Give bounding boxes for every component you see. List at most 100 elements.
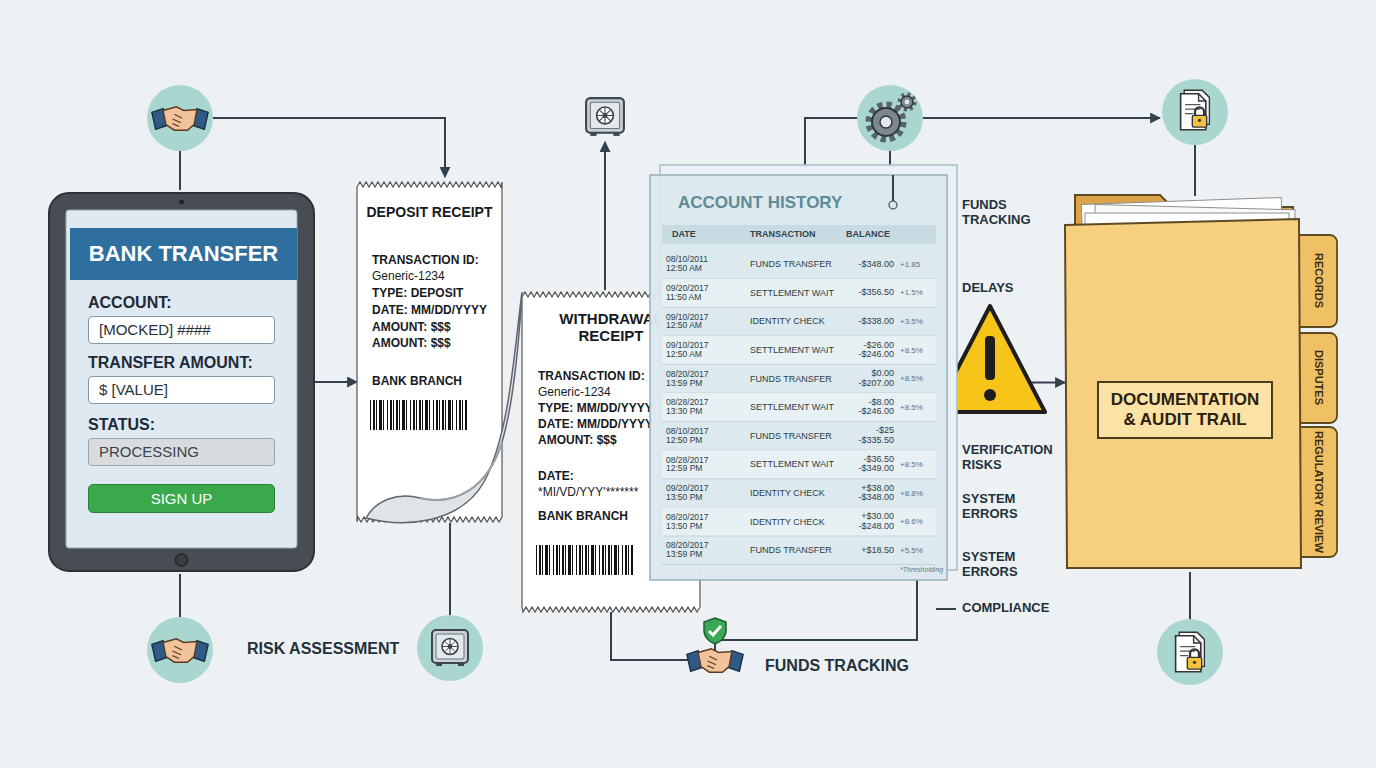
deposit-receipt-outline-part [370, 400, 371, 430]
withdrawal-receipt-outline-part [556, 545, 558, 575]
deposit-receipt-outline-part [465, 400, 467, 430]
icon-circles-part [857, 85, 923, 151]
table-cell: -$338.00 [838, 307, 894, 336]
table-cell: -$348.00 [838, 250, 894, 279]
receipt-line: DATE: [538, 470, 574, 484]
deposit-receipt-outline-part [448, 400, 451, 430]
account-history-panel-outline-part [650, 175, 947, 580]
receipt-line: AMOUNT: $$$ [372, 337, 451, 351]
account-input: [MOCKED] #### [88, 316, 275, 344]
tablet-device-outline-part [176, 554, 188, 566]
table-cell: FUNDS TRANSFER [750, 422, 832, 451]
screen-title: BANK TRANSFER [70, 228, 297, 280]
callout-label: COMPLIANCE [962, 601, 1049, 616]
withdrawal-receipt-outline-part [608, 545, 610, 575]
leader-lines-part [179, 151, 181, 190]
deposit-receipt-outline-part [410, 400, 411, 430]
deposit-receipt-outline-part [452, 400, 453, 430]
deposit-receipt-outline-part [419, 400, 421, 430]
callout-label: FUNDS TRACKING [765, 657, 909, 675]
icon-circles-part [147, 85, 213, 151]
documentation-folder-outline-part [1065, 219, 1301, 568]
icons-part [869, 95, 915, 140]
account-history-panel-outline-part [662, 307, 936, 308]
folder-tab-label: DISPUTES [1312, 350, 1325, 405]
withdrawal-receipt-outline-part [559, 545, 560, 575]
withdrawal-receipt-outline-part [572, 545, 573, 575]
table-cell: SETTLEMENT WAIT [750, 336, 834, 365]
account-history-panel-outline-part [662, 336, 936, 365]
table-cell: +$18.50 [838, 536, 894, 565]
deposit-receipt-outline-part [413, 400, 415, 430]
footnote: *Thresholding [900, 566, 943, 574]
documentation-folder: RECORDSDISPUTESREGULATORY REVIEWDOCUMENT… [1065, 195, 1340, 570]
table-cell: 08/20/2017 13:50 PM [666, 507, 722, 536]
deposit-receipt-outline [357, 182, 502, 522]
receipt-line: DATE: MM/DD/YYYY [538, 418, 653, 432]
amount-input: $ [VALUE] [88, 376, 275, 404]
deposit-receipt-outline-part [459, 400, 461, 430]
folder-tab-label: REGULATORY REVIEW [1312, 431, 1325, 553]
table-cell: -$356.50 [838, 279, 894, 308]
leader-lines [180, 118, 1195, 619]
tablet-device-outline-part [179, 200, 184, 205]
withdrawal-receipt-outline-part [553, 545, 554, 575]
table-cell: 08/28/2017 12:59 PM [666, 450, 722, 479]
table-cell: FUNDS TRANSFER [750, 536, 832, 565]
callout-label: VERIFICATION RISKS [962, 443, 1060, 473]
withdrawal-receipt-outline-part [579, 545, 581, 575]
deposit-receipt-outline-part [383, 400, 384, 430]
icons-part [152, 107, 208, 130]
tablet-device-outline-part [70, 228, 297, 280]
receipt-line: TYPE: DEPOSIT [372, 287, 463, 301]
withdrawal-receipt-outline [360, 290, 700, 616]
deposit-receipt-outline-part [445, 400, 446, 430]
table-cell: 08/10/2011 12:50 AM [666, 250, 722, 279]
receipt-line: *MI/VD/YYY'******* [538, 486, 638, 500]
table-cell: +8.5% [900, 336, 932, 365]
icons-part [704, 618, 726, 644]
deposit-receipt-outline-part [425, 400, 428, 430]
deposit-receipt-outline-part [357, 182, 502, 522]
table-cell: 09/20/2017 13:50 PM [666, 479, 722, 508]
deposit-receipt: DEPOSIT RECEIPTTRANSACTION ID:Generic-12… [357, 182, 502, 522]
leader-lines-part [449, 523, 451, 615]
withdrawal-receipt-outline-part [582, 545, 583, 575]
table-cell: 09/10/2017 12:50 AM [666, 336, 722, 365]
deposit-receipt-outline-part [436, 400, 438, 430]
receipt-line: DATE: MM/DD/YYYY [372, 304, 487, 318]
icons-part [687, 649, 743, 672]
receipt-title: DEPOSIT RECEIPT [365, 204, 494, 220]
table-cell: +8.5% [900, 364, 932, 393]
withdrawal-receipt-outline-part [565, 545, 566, 575]
withdrawal-receipt-outline-part [591, 545, 594, 575]
folder-label: DOCUMENTATION & AUDIT TRAIL [1109, 390, 1261, 431]
deposit-receipt-outline-part [393, 400, 394, 430]
table-cell: +3.5% [900, 307, 932, 336]
account-history-panel-outline-part [662, 393, 936, 422]
withdrawal-receipt-outline-part [545, 545, 548, 575]
receipt-line: TRANSACTION ID: [372, 254, 479, 268]
icon-circles-part [1157, 619, 1223, 685]
deposit-receipt-outline-part [373, 400, 375, 430]
account-history-panel-outline-part [892, 175, 894, 201]
column-header: BALANCE [846, 229, 890, 239]
field-label: TRANSFER AMOUNT: [88, 354, 253, 372]
table-cell: FUNDS TRANSFER [750, 364, 832, 393]
deposit-receipt-outline-part [429, 400, 430, 430]
status-field: PROCESSING [88, 438, 275, 466]
deposit-receipt-outline-part [442, 400, 444, 430]
table-cell: 08/20/2017 13:59 PM [666, 364, 722, 393]
callout-label: RISK ASSESSMENT [247, 640, 399, 658]
deposit-receipt-outline-part [396, 400, 398, 430]
callout-label: DELAYS [962, 281, 1014, 296]
button-label: SIGN UP [151, 490, 213, 507]
field-label: ACCOUNT: [88, 294, 172, 312]
icon-circles-part [147, 617, 213, 683]
table-cell: -$25 -$335.50 [838, 422, 894, 451]
table-cell: +1.5% [900, 279, 932, 308]
column-header: DATE [672, 229, 696, 239]
withdrawal-receipt-outline-part [595, 545, 596, 575]
